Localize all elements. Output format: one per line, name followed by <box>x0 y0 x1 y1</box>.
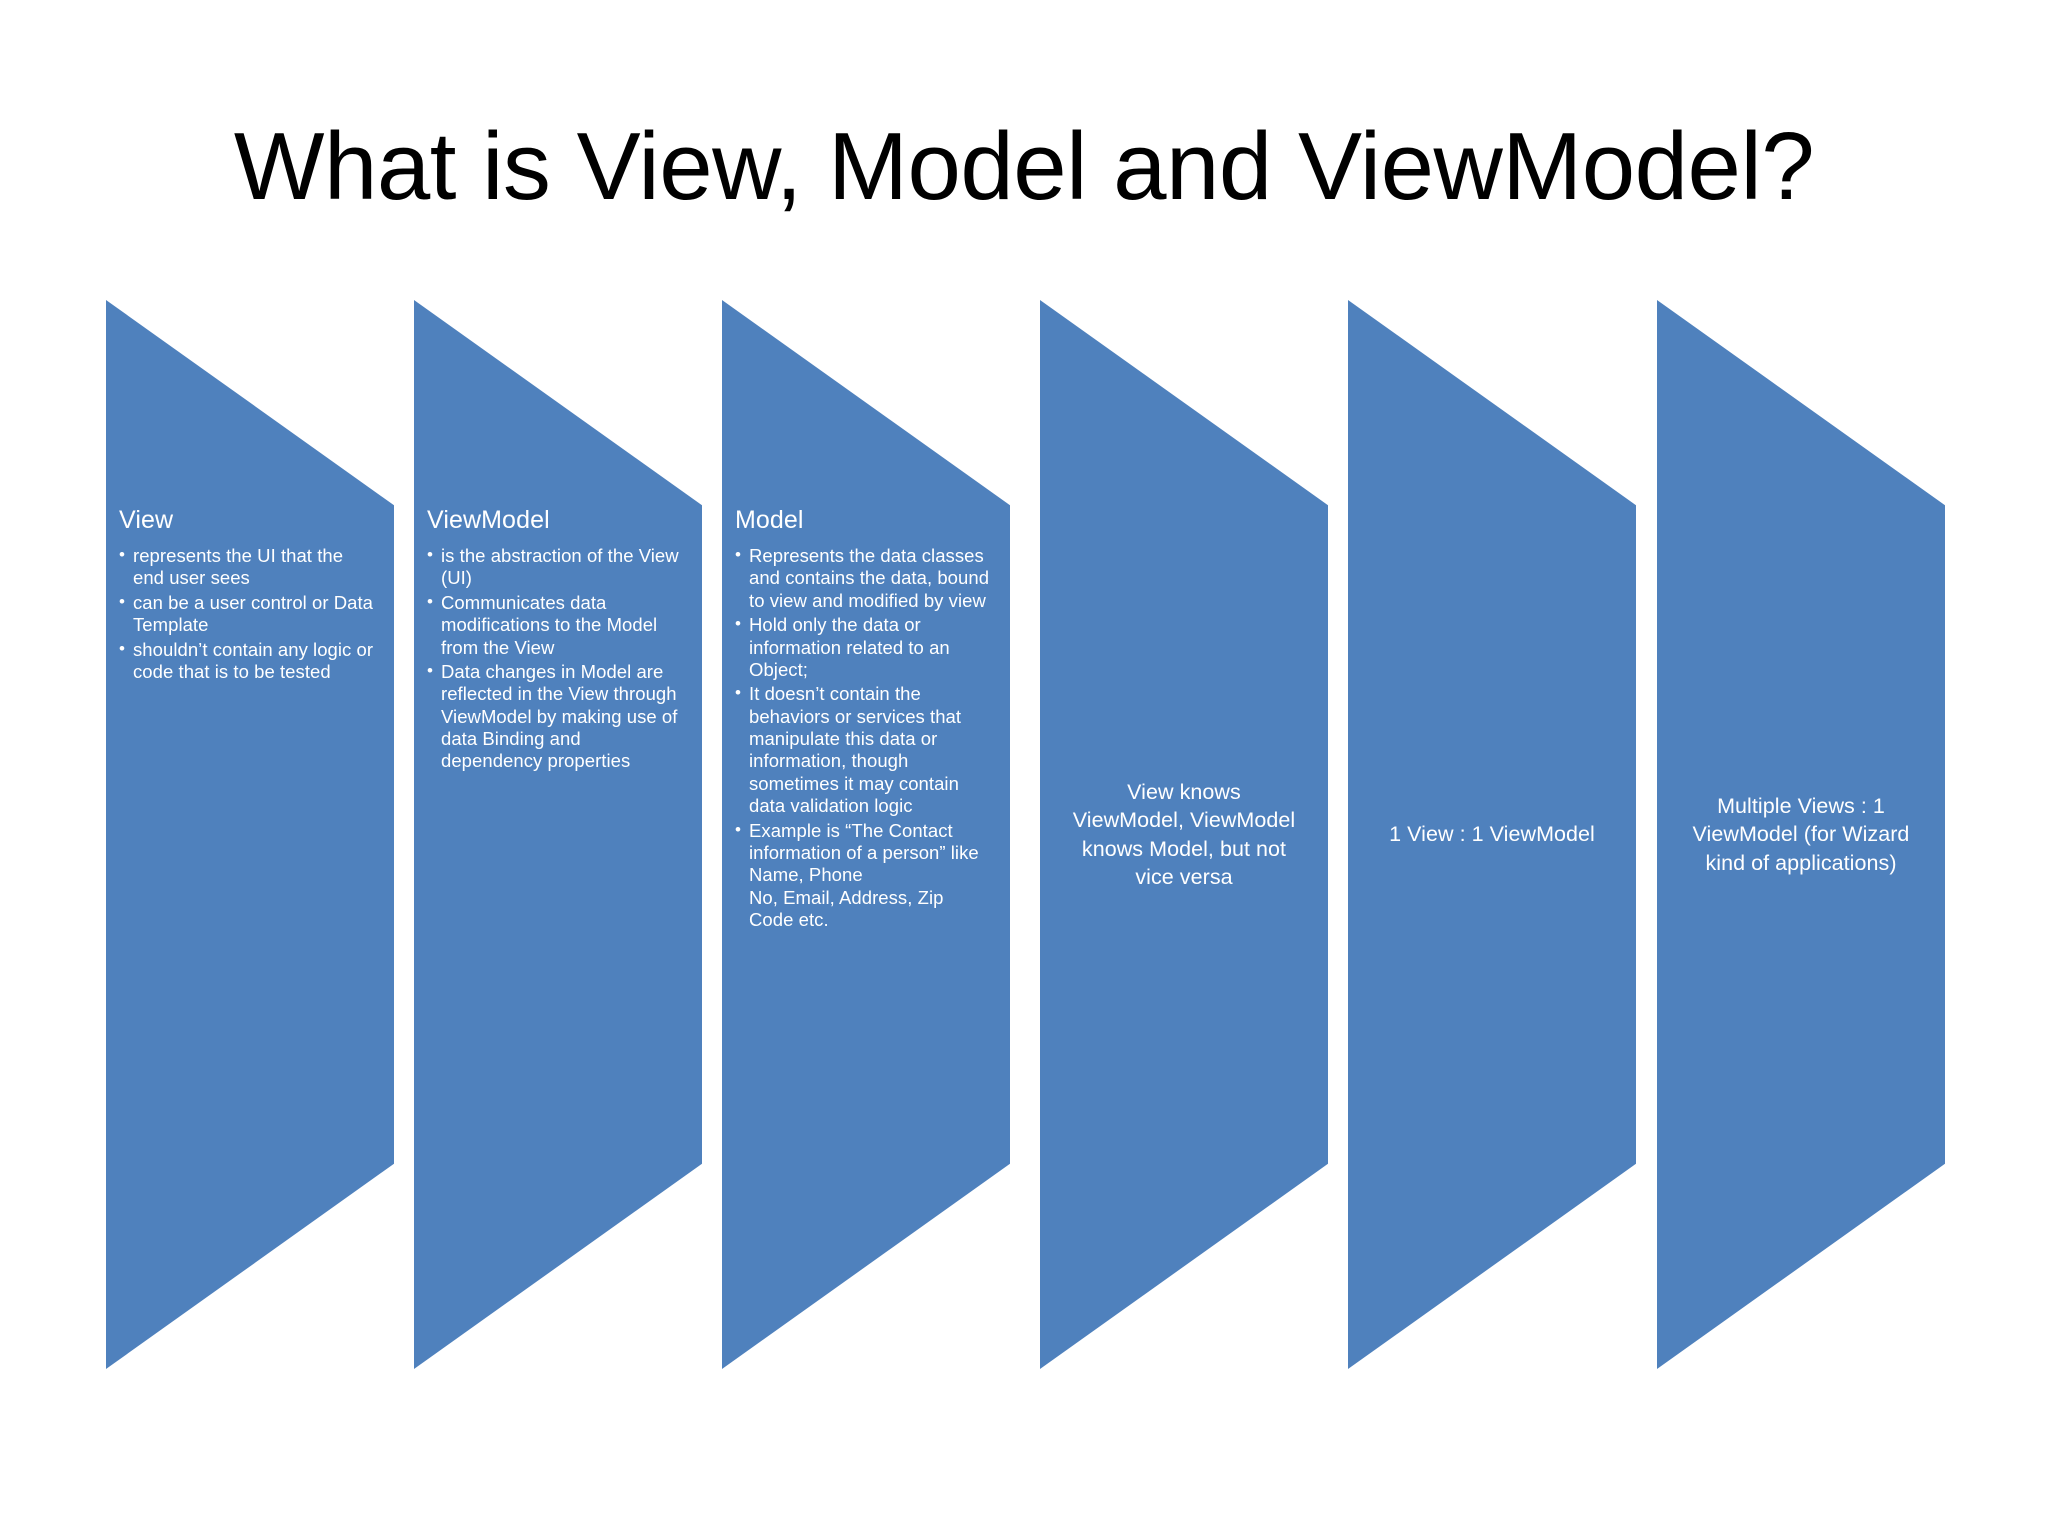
chevron-text: View knows ViewModel, ViewModel knows Mo… <box>1072 779 1296 889</box>
bullet-item: represents the UI that the end user sees <box>119 544 376 590</box>
chevron-text: Multiple Views : 1 ViewModel (for Wizard… <box>1692 793 1910 875</box>
bullet-item: Communicates data modifications to the M… <box>427 591 684 659</box>
chevron-shape <box>1348 300 1636 1369</box>
bullet-item: Represents the data classes and contains… <box>735 544 992 612</box>
bullet-item: Example is “The Contact information of a… <box>735 819 992 932</box>
chevron-viewmodel[interactable]: ViewModel is the abstraction of the View… <box>414 300 702 1369</box>
bullet-item: is the abstraction of the View (UI) <box>427 544 684 590</box>
chevron-content: 1 View : 1 ViewModel <box>1348 300 1636 1369</box>
chevron-ratio-one-to-one[interactable]: 1 View : 1 ViewModel <box>1348 300 1636 1369</box>
bullet-item: can be a user control or Data Template <box>119 591 376 637</box>
chevron-bullet-list: is the abstraction of the View (UI) Comm… <box>427 544 684 773</box>
chevron-content: Model Represents the data classes and co… <box>722 300 1010 1369</box>
chevron-content: View represents the UI that the end user… <box>106 300 394 1369</box>
chevron-heading: Model <box>735 506 804 534</box>
chevron-relationship[interactable]: View knows ViewModel, ViewModel knows Mo… <box>1040 300 1328 1369</box>
page-title: What is View, Model and ViewModel? <box>233 113 1815 220</box>
chevron-shape <box>1657 300 1945 1369</box>
bullet-item: Data changes in Model are reflected in t… <box>427 660 684 773</box>
bullet-item: shouldn’t contain any logic or code that… <box>119 638 376 684</box>
chevron-content: Multiple Views : 1 ViewModel (for Wizard… <box>1657 300 1945 1369</box>
chevron-ratio-many-to-one[interactable]: Multiple Views : 1 ViewModel (for Wizard… <box>1657 300 1945 1369</box>
chevron-view[interactable]: View represents the UI that the end user… <box>106 300 394 1369</box>
chevron-shape <box>414 300 702 1369</box>
chevron-heading: View <box>119 506 174 534</box>
chevron-content: View knows ViewModel, ViewModel knows Mo… <box>1040 300 1328 1369</box>
chevron-bullet-list: Represents the data classes and contains… <box>735 544 992 932</box>
chevron-heading: ViewModel <box>427 506 550 534</box>
chevron-model[interactable]: Model Represents the data classes and co… <box>722 300 1010 1369</box>
chevron-bullet-list: represents the UI that the end user sees… <box>119 544 376 684</box>
bullet-item: It doesn’t contain the behaviors or serv… <box>735 682 992 817</box>
chevron-text: 1 View : 1 ViewModel <box>1389 822 1595 847</box>
chevron-shape <box>1040 300 1328 1369</box>
chevron-content: ViewModel is the abstraction of the View… <box>414 300 702 1369</box>
bullet-item: Hold only the data or information relate… <box>735 613 992 681</box>
chevron-shape <box>106 300 394 1369</box>
